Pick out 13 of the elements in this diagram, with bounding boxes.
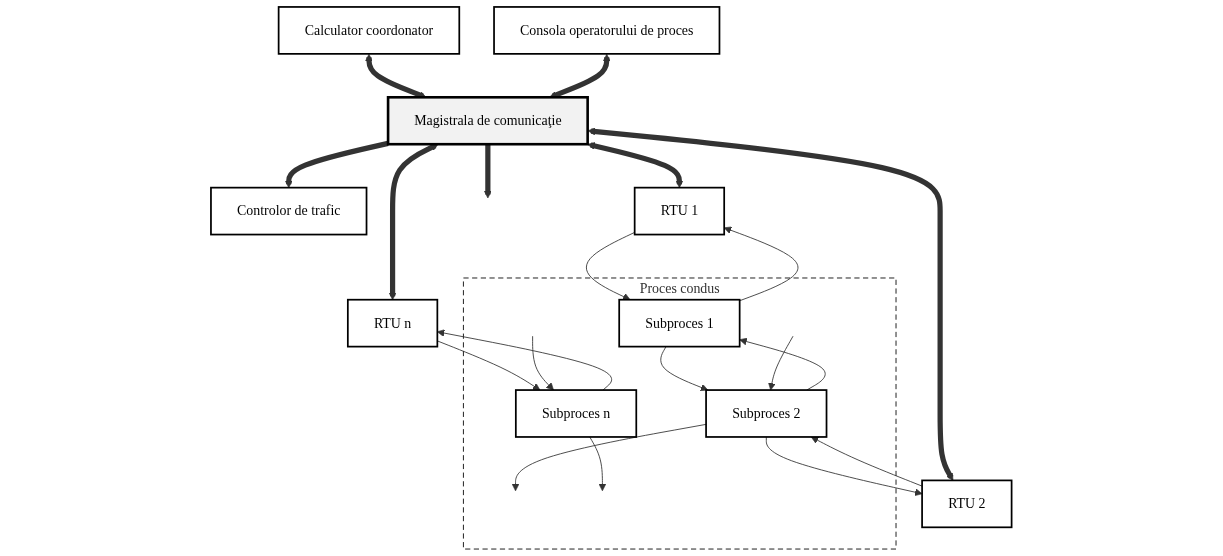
arrow	[587, 142, 684, 188]
arrow	[285, 140, 389, 188]
node-box: Consola operatorului de proces	[493, 6, 721, 55]
arrow	[484, 144, 492, 199]
node-box: Magistrala de comunicaţie	[387, 96, 590, 146]
node-box: RTU n	[347, 298, 439, 348]
node-box: RTU 1	[634, 186, 726, 236]
node-box: Controlor de trafic	[210, 186, 368, 236]
node-box: Subproces n	[515, 389, 638, 438]
node-box: Subproces 1	[618, 298, 741, 348]
node-box: RTU 2	[921, 479, 1013, 529]
node-box: Calculator coordonator	[278, 6, 461, 55]
node-box: Subproces 2	[705, 389, 828, 438]
